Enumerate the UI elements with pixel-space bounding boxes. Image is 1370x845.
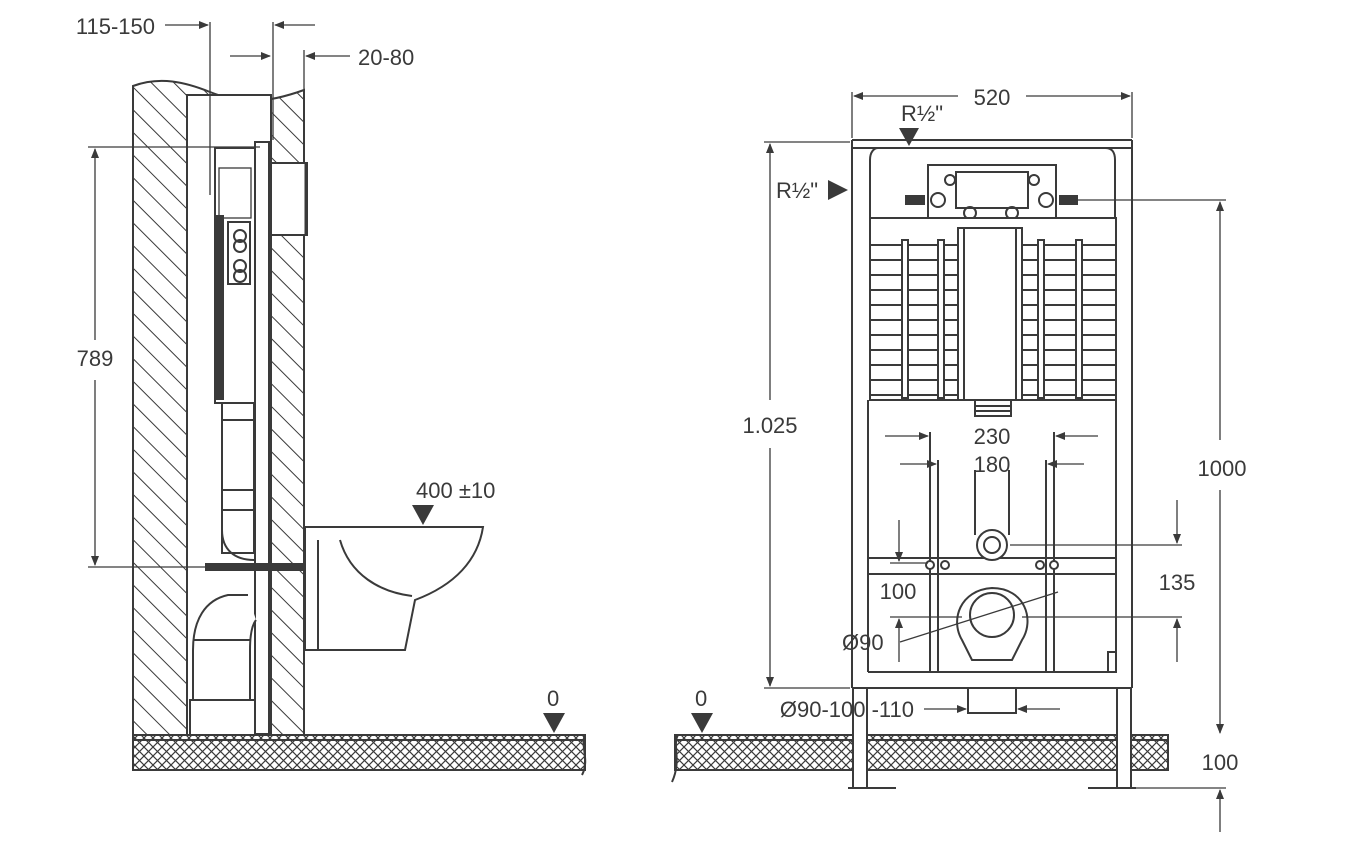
dim-100-inner-label: 100 [880, 579, 917, 604]
toilet-bowl-side [304, 526, 485, 651]
bowl-height-marker [412, 505, 434, 525]
drain-elbow-side [192, 594, 257, 701]
dim-bolt-outer-label: 230 [974, 424, 1011, 449]
dim-frame-depth-label: 20-80 [358, 45, 414, 70]
flush-plate-front [955, 171, 1029, 209]
dim-135-label: 135 [1159, 570, 1196, 595]
inlet-top-marker [899, 128, 919, 146]
floor-level-label-front: 0 [695, 686, 707, 711]
dim-frame-height-label: 789 [77, 346, 114, 371]
dim-total-height-label: 1.025 [742, 413, 797, 438]
dim-wall-offset-label: 115-150 [76, 14, 155, 39]
dim-bowl-height-label: 400 ±10 [416, 478, 495, 503]
flush-plate-side [270, 162, 308, 236]
frame-profile [254, 141, 270, 735]
inlet-side-label: R½" [776, 178, 818, 203]
inlet-side-marker [828, 180, 848, 200]
floor-level-marker-side [543, 713, 565, 733]
dim-drain-label: Ø90 [842, 630, 884, 655]
drain-connector-front [956, 586, 1029, 661]
inlet-top-label: R½" [901, 101, 943, 126]
dim-height-1000-label: 1000 [1198, 456, 1247, 481]
frame-leg-right [1116, 687, 1132, 789]
flush-connector [976, 529, 1008, 561]
front-view: 520 R½" R½" 1.025 230 180 1000 135 [671, 85, 1247, 832]
floor-level-label-side: 0 [547, 686, 559, 711]
dim-frame-width-label: 520 [974, 85, 1011, 110]
floor-level-marker-front [691, 713, 713, 733]
side-view: 115-150 20-80 789 400 ±10 0 [76, 14, 587, 776]
dim-bolt-inner-label: 180 [974, 452, 1011, 477]
dim-outlet-label: Ø90-100 -110 [780, 697, 914, 722]
dim-100-floor-label: 100 [1202, 750, 1239, 775]
